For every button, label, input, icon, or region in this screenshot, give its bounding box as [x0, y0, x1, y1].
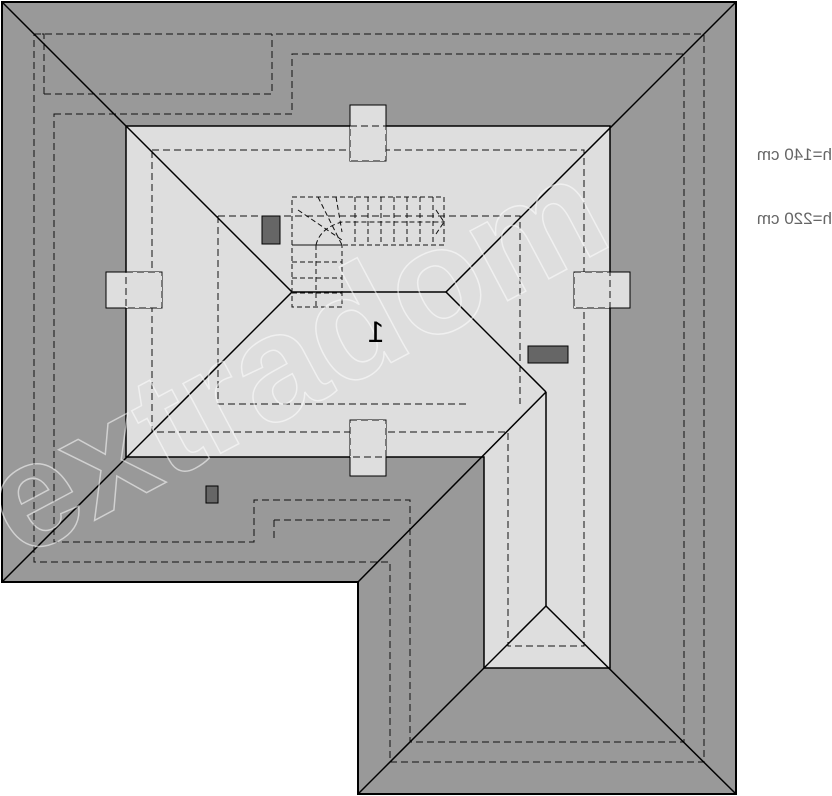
legend-h220-label: h=220 cm: [757, 209, 832, 228]
dormer-right-hidden: [573, 271, 611, 309]
room-number-label: 1: [368, 316, 385, 349]
vent-right: [527, 345, 569, 364]
vent-small: [205, 485, 219, 504]
headroom-dashed-line: [217, 215, 521, 405]
staircase: [291, 196, 445, 308]
dormer-left-hidden: [125, 271, 163, 309]
vent-left: [261, 215, 281, 245]
dormer-bottom-hidden: [349, 419, 387, 458]
dormer-top-hidden: [349, 125, 387, 162]
inner-wall-dashed-line-2: [273, 519, 390, 542]
roof-hip-lines: [1, 1, 737, 795]
legend-h140-label: h=140 cm: [757, 145, 832, 164]
outer-wall-dashed-line: [33, 33, 705, 763]
